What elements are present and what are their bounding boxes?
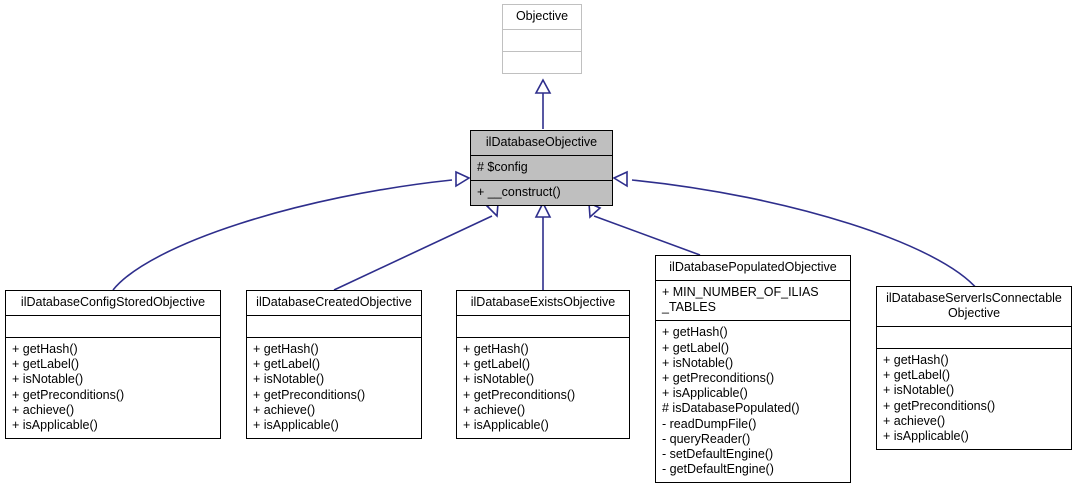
edge-created-ildatabaseobjective xyxy=(333,215,493,291)
class-name-ildatabasecreatedobjective: ilDatabaseCreatedObjective xyxy=(256,295,412,309)
compartment-divider xyxy=(503,29,581,30)
class-member: # isDatabasePopulated() xyxy=(662,401,800,416)
arrowhead-up-objective xyxy=(534,78,552,94)
compartment-divider xyxy=(6,315,220,316)
compartment-divider xyxy=(471,180,612,182)
class-member: + getLabel() xyxy=(12,357,80,372)
class-name-ildatabaseserverisconnectableobjective: ilDatabaseServerIsConnectable Objective xyxy=(886,291,1062,320)
arrowhead-right-ildatabaseobjective xyxy=(455,170,471,188)
compartment-divider xyxy=(877,348,1071,349)
class-member: + getLabel() xyxy=(883,368,951,383)
class-member: + isApplicable() xyxy=(463,418,549,433)
class-member: + isApplicable() xyxy=(12,418,98,433)
class-member: + getLabel() xyxy=(662,340,730,355)
class-member: + __construct() xyxy=(477,185,561,200)
class-member: + isNotable() xyxy=(253,372,325,387)
class-name-ildatabasepopulatedobjective: ilDatabasePopulatedObjective xyxy=(669,260,837,274)
class-name-ildatabaseexistsobjective: ilDatabaseExistsObjective xyxy=(470,295,616,309)
class-member: + isApplicable() xyxy=(883,429,969,444)
class-member: + achieve() xyxy=(12,402,75,417)
class-member: + getLabel() xyxy=(463,357,531,372)
class-operations-ildatabaseexistsobjective: + getHash() + getLabel() + isNotable() +… xyxy=(457,338,629,438)
class-attributes-objective xyxy=(503,30,581,51)
compartment-divider xyxy=(457,315,629,316)
compartment-divider xyxy=(457,337,629,338)
class-node-ildatabaseexistsobjective[interactable]: ilDatabaseExistsObjective + getHash() + … xyxy=(456,290,630,440)
class-attributes-ildatabaseserverisconnectableobjective xyxy=(877,327,1071,348)
class-attributes-ildatabaseconfigstoredobjective xyxy=(6,316,220,337)
class-member: + achieve() xyxy=(463,402,526,417)
class-attributes-ildatabaseexistsobjective xyxy=(457,316,629,337)
arrowhead-left-ildatabaseobjective xyxy=(612,170,628,188)
class-operations-objective xyxy=(503,52,581,73)
class-member: + getPreconditions() xyxy=(662,371,775,386)
class-node-ildatabasecreatedobjective[interactable]: ilDatabaseCreatedObjective + getHash() +… xyxy=(246,290,422,440)
class-node-ildatabasepopulatedobjective[interactable]: ilDatabasePopulatedObjective + MIN_NUMBE… xyxy=(655,255,851,484)
compartment-divider xyxy=(471,155,612,156)
class-member: + getLabel() xyxy=(253,357,321,372)
class-operations-ildatabasecreatedobjective: + getHash() + getLabel() + isNotable() +… xyxy=(247,338,421,438)
compartment-divider xyxy=(656,280,850,281)
compartment-divider xyxy=(503,51,581,52)
class-attributes-ildatabasecreatedobjective xyxy=(247,316,421,337)
class-member: + getHash() xyxy=(12,342,78,356)
arrowhead-bottomcenter-ildatabaseobjective xyxy=(534,201,552,218)
edge-configstored-ildatabaseobjective xyxy=(112,179,453,291)
class-member: + isNotable() xyxy=(883,383,955,398)
class-member: + isApplicable() xyxy=(662,386,748,401)
class-operations-ildatabasepopulatedobjective: + getHash() + getLabel() + isNotable() +… xyxy=(656,321,850,482)
class-operations-ildatabaseobjective: + __construct() xyxy=(471,181,612,205)
class-member: + getPreconditions() xyxy=(883,398,996,413)
class-member: + getPreconditions() xyxy=(463,387,576,402)
compartment-divider xyxy=(6,337,220,338)
compartment-divider xyxy=(247,315,421,316)
class-member: - getDefaultEngine() xyxy=(662,462,774,477)
class-node-ildatabaseobjective[interactable]: ilDatabaseObjective # $config + __constr… xyxy=(470,130,613,207)
class-member: + getHash() xyxy=(463,342,529,356)
edge-populated-ildatabaseobjective xyxy=(593,215,701,256)
class-member: + getHash() xyxy=(662,325,728,340)
class-member: + MIN_NUMBER_OF_ILIAS _TABLES xyxy=(662,285,819,315)
class-member: + getPreconditions() xyxy=(253,387,366,402)
class-operations-ildatabaseconfigstoredobjective: + getHash() + getLabel() + isNotable() +… xyxy=(6,338,220,438)
class-member: # $config xyxy=(477,160,528,174)
class-member: + getHash() xyxy=(253,342,319,356)
compartment-divider xyxy=(656,320,850,322)
class-member: + getHash() xyxy=(883,353,949,367)
class-node-ildatabaseserverisconnectableobjective[interactable]: ilDatabaseServerIsConnectable Objective … xyxy=(876,286,1072,451)
edge-serverisconnectable-ildatabaseobjective xyxy=(631,179,979,291)
class-member: - readDumpFile() xyxy=(662,416,757,431)
class-node-objective[interactable]: Objective xyxy=(502,4,582,74)
class-member: - queryReader() xyxy=(662,431,751,446)
class-member: + isNotable() xyxy=(662,355,734,370)
class-name-objective: Objective xyxy=(515,9,569,23)
class-node-ildatabaseconfigstoredobjective[interactable]: ilDatabaseConfigStoredObjective + getHas… xyxy=(5,290,221,440)
class-member: + achieve() xyxy=(253,402,316,417)
class-operations-ildatabaseserverisconnectableobjective: + getHash() + getLabel() + isNotable() +… xyxy=(877,349,1071,449)
class-attributes-ildatabaseobjective: # $config xyxy=(471,156,612,180)
class-attributes-ildatabasepopulatedobjective: + MIN_NUMBER_OF_ILIAS _TABLES xyxy=(656,281,850,320)
class-name-ildatabaseconfigstoredobjective: ilDatabaseConfigStoredObjective xyxy=(20,295,206,309)
class-member: + achieve() xyxy=(883,413,946,428)
class-member: + getPreconditions() xyxy=(12,387,125,402)
class-member: - setDefaultEngine() xyxy=(662,447,774,462)
class-member: + isNotable() xyxy=(463,372,535,387)
class-member: + isApplicable() xyxy=(253,418,339,433)
compartment-divider xyxy=(247,337,421,338)
class-member: + isNotable() xyxy=(12,372,84,387)
class-name-ildatabaseobjective: ilDatabaseObjective xyxy=(485,135,598,149)
compartment-divider xyxy=(877,326,1071,327)
